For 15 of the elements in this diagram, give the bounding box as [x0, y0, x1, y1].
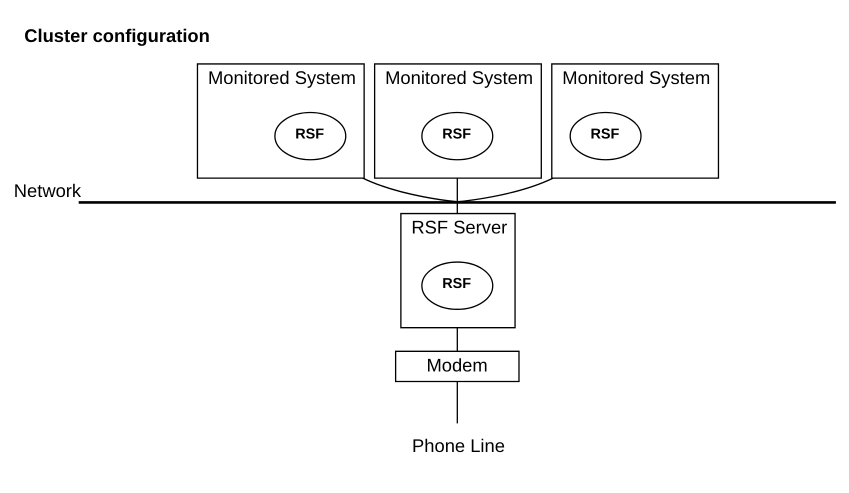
node-label: Network	[14, 179, 82, 200]
node-ellipse: RSF	[421, 111, 494, 160]
node-bar	[78, 200, 836, 204]
node-text: Phone Line	[412, 434, 505, 456]
connector	[456, 381, 458, 423]
node-ellipse: RSF	[274, 111, 346, 160]
connector	[457, 177, 554, 202]
node-box: Modem	[394, 350, 520, 382]
diagram-title: Cluster configuration	[24, 24, 210, 46]
connector	[456, 202, 458, 214]
node-ellipse: RSF	[570, 111, 642, 160]
node-ellipse: RSF	[421, 260, 494, 310]
connector	[456, 178, 458, 202]
connector	[456, 327, 458, 350]
connector	[362, 177, 458, 202]
